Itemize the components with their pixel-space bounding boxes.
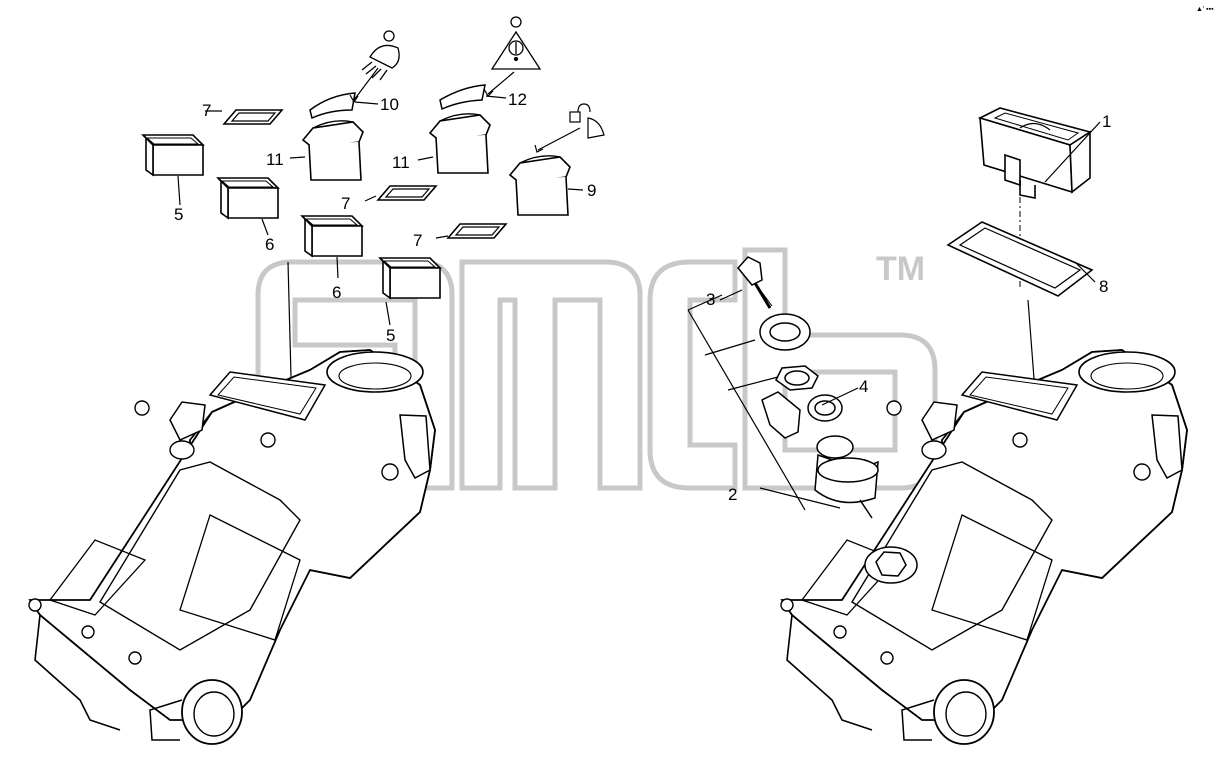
work-light-icon (361, 30, 400, 81)
callout-11-left: 11 (266, 150, 284, 169)
callout-5-upper: 5 (174, 205, 183, 224)
callout-9: 9 (587, 181, 596, 200)
callout-5-lower: 5 (386, 326, 395, 345)
switch-blank-5-lower (379, 257, 441, 299)
callout-7-right: 7 (413, 231, 422, 250)
ignition-key-3 (737, 256, 773, 309)
callout-6-lower: 6 (332, 283, 341, 302)
leader-lines-right (687, 121, 1101, 511)
callout-3: 3 (706, 290, 715, 309)
callout-11-right: 11 (392, 153, 410, 172)
callout-2: 2 (728, 485, 737, 504)
ignition-switch-2 (814, 435, 879, 519)
lens-10 (309, 92, 356, 120)
gasket-7-right (447, 223, 507, 239)
switch-blank-6-lower (301, 215, 363, 257)
callout-7-left: 7 (202, 101, 211, 120)
callout-6-upper: 6 (265, 235, 274, 254)
callout-8: 8 (1099, 277, 1108, 296)
trademark-mark: TM (876, 250, 925, 288)
rocker-switch-9 (509, 155, 571, 216)
dust-cap-4 (761, 391, 843, 439)
callout-4: 4 (859, 377, 868, 396)
hex-nut (775, 365, 819, 391)
console-left (28, 349, 436, 745)
rocker-switch-11-left (302, 120, 364, 181)
leader-lines-left (177, 67, 584, 420)
bezel-ring (759, 313, 811, 351)
gasket-7-left (223, 109, 283, 125)
page-code: ▲′ ▪▪▪ (1196, 6, 1214, 13)
rocker-switch-11-right (429, 113, 491, 174)
switch-blank-5-top (142, 134, 204, 176)
callout-12: 12 (508, 90, 527, 109)
callout-10: 10 (380, 95, 399, 114)
callout-1: 1 (1102, 112, 1111, 131)
lens-12 (439, 84, 486, 111)
hour-meter-1 (977, 107, 1092, 199)
gasket-8 (946, 221, 1094, 297)
lock-symbol-icon (569, 103, 605, 139)
gasket-7-middle (377, 185, 437, 201)
ignition-mount (864, 546, 918, 584)
warning-triangle-icon (490, 16, 542, 70)
switch-blank-6-upper (217, 177, 279, 219)
callout-7-middle: 7 (341, 194, 350, 213)
